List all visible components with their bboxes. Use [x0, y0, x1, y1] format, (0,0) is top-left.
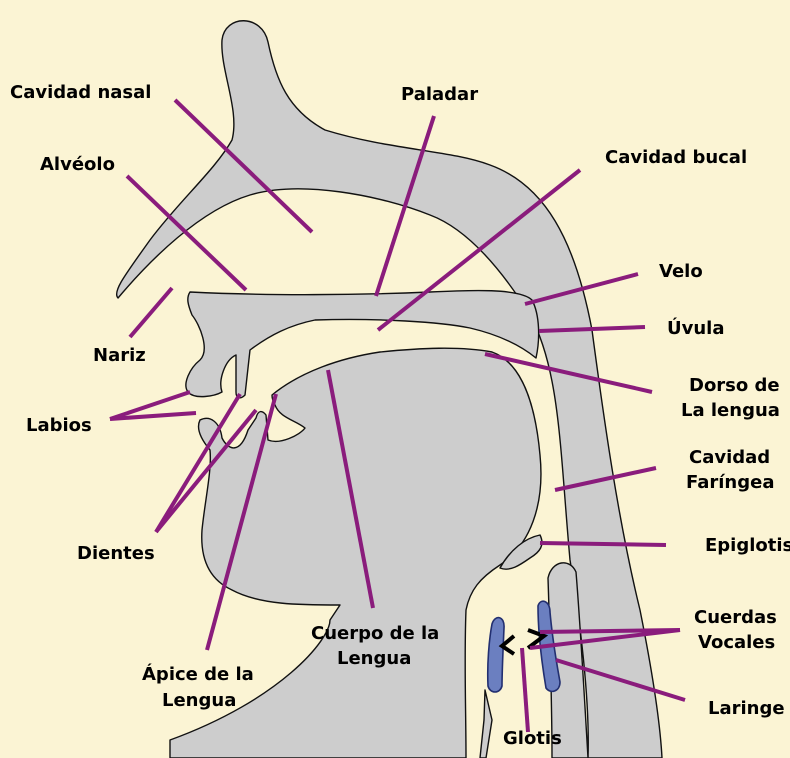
label-labios: Labios — [26, 415, 92, 436]
label-paladar: Paladar — [401, 84, 478, 105]
label-velo: Velo — [659, 261, 703, 282]
label-dorso-line1: Dorso de — [689, 375, 780, 396]
label-dorso-line2: La lengua — [681, 400, 780, 421]
label-cavidad-faringea-line2: Faríngea — [686, 472, 775, 493]
label-uvula: Úvula — [667, 317, 724, 339]
label-apice-lengua-line2: Lengua — [162, 690, 236, 711]
label-laringe: Laringe — [708, 698, 785, 719]
label-cavidad-nasal: Cavidad nasal — [10, 82, 151, 103]
label-cuerpo-lengua-line1: Cuerpo de la — [311, 623, 439, 644]
label-glotis: Glotis — [503, 728, 562, 749]
label-cuerdas-vocales-line1: Cuerdas — [694, 607, 777, 628]
label-alveolo: Alvéolo — [40, 154, 115, 175]
label-dientes: Dientes — [77, 543, 155, 564]
label-cavidad-faringea-line1: Cavidad — [689, 447, 770, 468]
label-apice-lengua-line1: Ápice de la — [142, 663, 254, 685]
label-cuerdas-vocales-line2: Vocales — [698, 632, 775, 653]
label-cavidad-bucal: Cavidad bucal — [605, 147, 747, 168]
label-nariz: Nariz — [93, 345, 146, 366]
leader-epiglotis — [540, 543, 666, 545]
label-cuerpo-lengua-line2: Lengua — [337, 648, 411, 669]
label-epiglotis: Epiglotis — [705, 535, 790, 556]
